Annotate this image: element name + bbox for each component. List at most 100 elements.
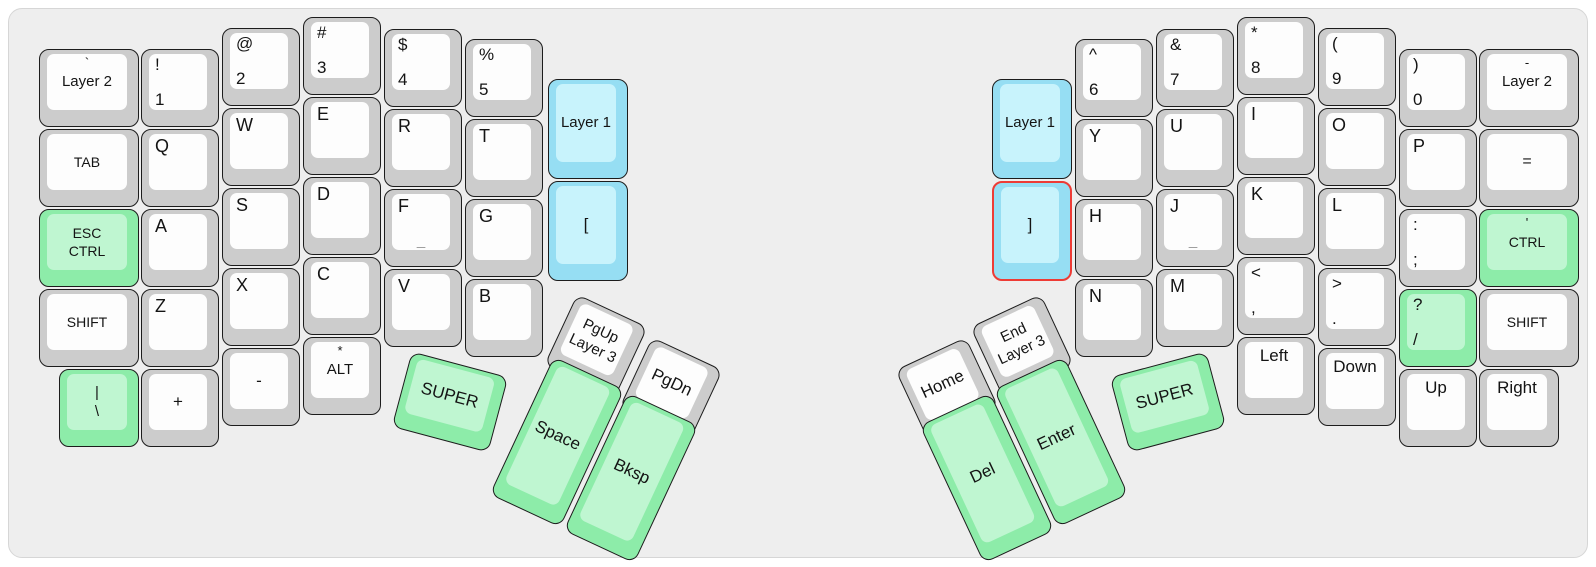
key-label: * [1251, 23, 1258, 42]
key-r[interactable]: R [384, 109, 462, 187]
key-at-2[interactable]: @2 [222, 28, 300, 106]
key-tab[interactable]: TAB [39, 129, 139, 207]
key-q[interactable]: Q [141, 129, 219, 207]
key-label: P [1413, 136, 1426, 156]
key-y[interactable]: Y [1075, 119, 1153, 197]
key-asterisk-alt[interactable]: *ALT [303, 337, 381, 415]
key-equals[interactable]: = [1479, 129, 1579, 207]
keycap-surface: SUPER [403, 358, 496, 434]
key-b[interactable]: B [465, 279, 543, 357]
keycap-surface: B [473, 284, 531, 340]
key-asterisk-8[interactable]: *8 [1237, 17, 1315, 95]
homing-bar: _ [416, 232, 426, 249]
key-e[interactable]: E [303, 97, 381, 175]
key-rbracket[interactable]: ] [992, 181, 1072, 281]
keycap-surface: - [230, 353, 288, 409]
keycap-surface: )0 [1407, 54, 1465, 110]
key-label: [ [583, 214, 589, 234]
key-n[interactable]: N [1075, 279, 1153, 357]
key-label: Layer 1 [560, 114, 612, 132]
key-excl-1[interactable]: !1 [141, 49, 219, 127]
key-d[interactable]: D [303, 177, 381, 255]
key-legend: ^6 [1083, 44, 1141, 100]
key-legend: <, [1245, 262, 1303, 318]
key-j[interactable]: J_ [1156, 189, 1234, 267]
key-legend: $4 [392, 34, 450, 90]
key-z[interactable]: Z [141, 289, 219, 367]
key-legend: Left [1245, 346, 1303, 366]
key-t[interactable]: T [465, 119, 543, 197]
key-layer1-left[interactable]: Layer 1 [548, 79, 628, 179]
key-quote-ctrl[interactable]: 'CTRL [1479, 209, 1579, 287]
key-legend: - [230, 353, 288, 409]
key-u[interactable]: U [1156, 109, 1234, 187]
key-f[interactable]: F_ [384, 189, 462, 267]
keycap-surface: S [230, 193, 288, 249]
key-label: ? [1413, 295, 1423, 314]
key-legend: Up [1407, 378, 1465, 398]
key-label: Del [966, 458, 998, 487]
key-left[interactable]: Left [1237, 337, 1315, 415]
key-caret-6[interactable]: ^6 [1075, 39, 1153, 117]
key-pipe-backslash[interactable]: |\ [59, 369, 139, 447]
key-lt-comma[interactable]: <, [1237, 257, 1315, 335]
key-p[interactable]: P [1399, 129, 1477, 207]
key-dollar-4[interactable]: $4 [384, 29, 462, 107]
key-percent-5[interactable]: %5 [465, 39, 543, 117]
key-lbracket[interactable]: [ [548, 181, 628, 281]
key-a[interactable]: A [141, 209, 219, 287]
key-label: Layer 2 [61, 73, 113, 90]
key-label: F [398, 196, 409, 216]
key-grave-layer2[interactable]: `Layer 2 [39, 49, 139, 127]
key-super-right[interactable]: SUPER [1109, 351, 1227, 453]
key-legend: -Layer 2 [1487, 54, 1567, 110]
keycap-surface: @2 [230, 33, 288, 89]
key-hash-3[interactable]: #3 [303, 17, 381, 95]
key-right[interactable]: Right [1479, 369, 1559, 447]
key-amp-7[interactable]: &7 [1156, 29, 1234, 107]
key-down[interactable]: Down [1318, 348, 1396, 426]
key-l[interactable]: L [1318, 188, 1396, 266]
key-g[interactable]: G [465, 199, 543, 277]
key-plus[interactable]: + [141, 369, 219, 447]
keycap-surface: SHIFT [1487, 294, 1567, 350]
keycap-surface: `Layer 2 [47, 54, 127, 110]
key-i[interactable]: I [1237, 97, 1315, 175]
key-label: ^ [1089, 45, 1097, 64]
key-s[interactable]: S [222, 188, 300, 266]
key-legend: F [398, 196, 409, 217]
key-label: M [1170, 276, 1185, 296]
key-legend: Layer 1 [1000, 84, 1060, 162]
key-c[interactable]: C [303, 257, 381, 335]
key-rparen-0[interactable]: )0 [1399, 49, 1477, 127]
key-m[interactable]: M [1156, 269, 1234, 347]
key-super-left[interactable]: SUPER [391, 351, 509, 453]
key-label: : [1413, 215, 1418, 234]
keycap-surface: ?/ [1407, 294, 1465, 350]
key-question-slash[interactable]: ?/ [1399, 289, 1477, 367]
key-legend: B [479, 286, 491, 307]
key-w[interactable]: W [222, 108, 300, 186]
key-up[interactable]: Up [1399, 369, 1477, 447]
key-colon-semicolon[interactable]: :; [1399, 209, 1477, 287]
key-h[interactable]: H [1075, 199, 1153, 277]
key-gt-period[interactable]: >. [1318, 268, 1396, 346]
key-shift-right[interactable]: SHIFT [1479, 289, 1579, 367]
key-minus[interactable]: - [222, 348, 300, 426]
key-o[interactable]: O [1318, 108, 1396, 186]
key-layer1-right[interactable]: Layer 1 [992, 79, 1072, 179]
key-label: . [1332, 309, 1337, 329]
key-x[interactable]: X [222, 268, 300, 346]
key-legend: :; [1407, 214, 1465, 270]
key-v[interactable]: V [384, 269, 462, 347]
key-k[interactable]: K [1237, 177, 1315, 255]
key-legend: T [479, 126, 490, 147]
key-lparen-9[interactable]: (9 [1318, 28, 1396, 106]
key-label: R [398, 116, 411, 136]
key-label: @ [236, 34, 254, 53]
key-label: 6 [1089, 80, 1099, 100]
key-minus-layer2[interactable]: -Layer 2 [1479, 49, 1579, 127]
key-shift-left[interactable]: SHIFT [39, 289, 139, 367]
